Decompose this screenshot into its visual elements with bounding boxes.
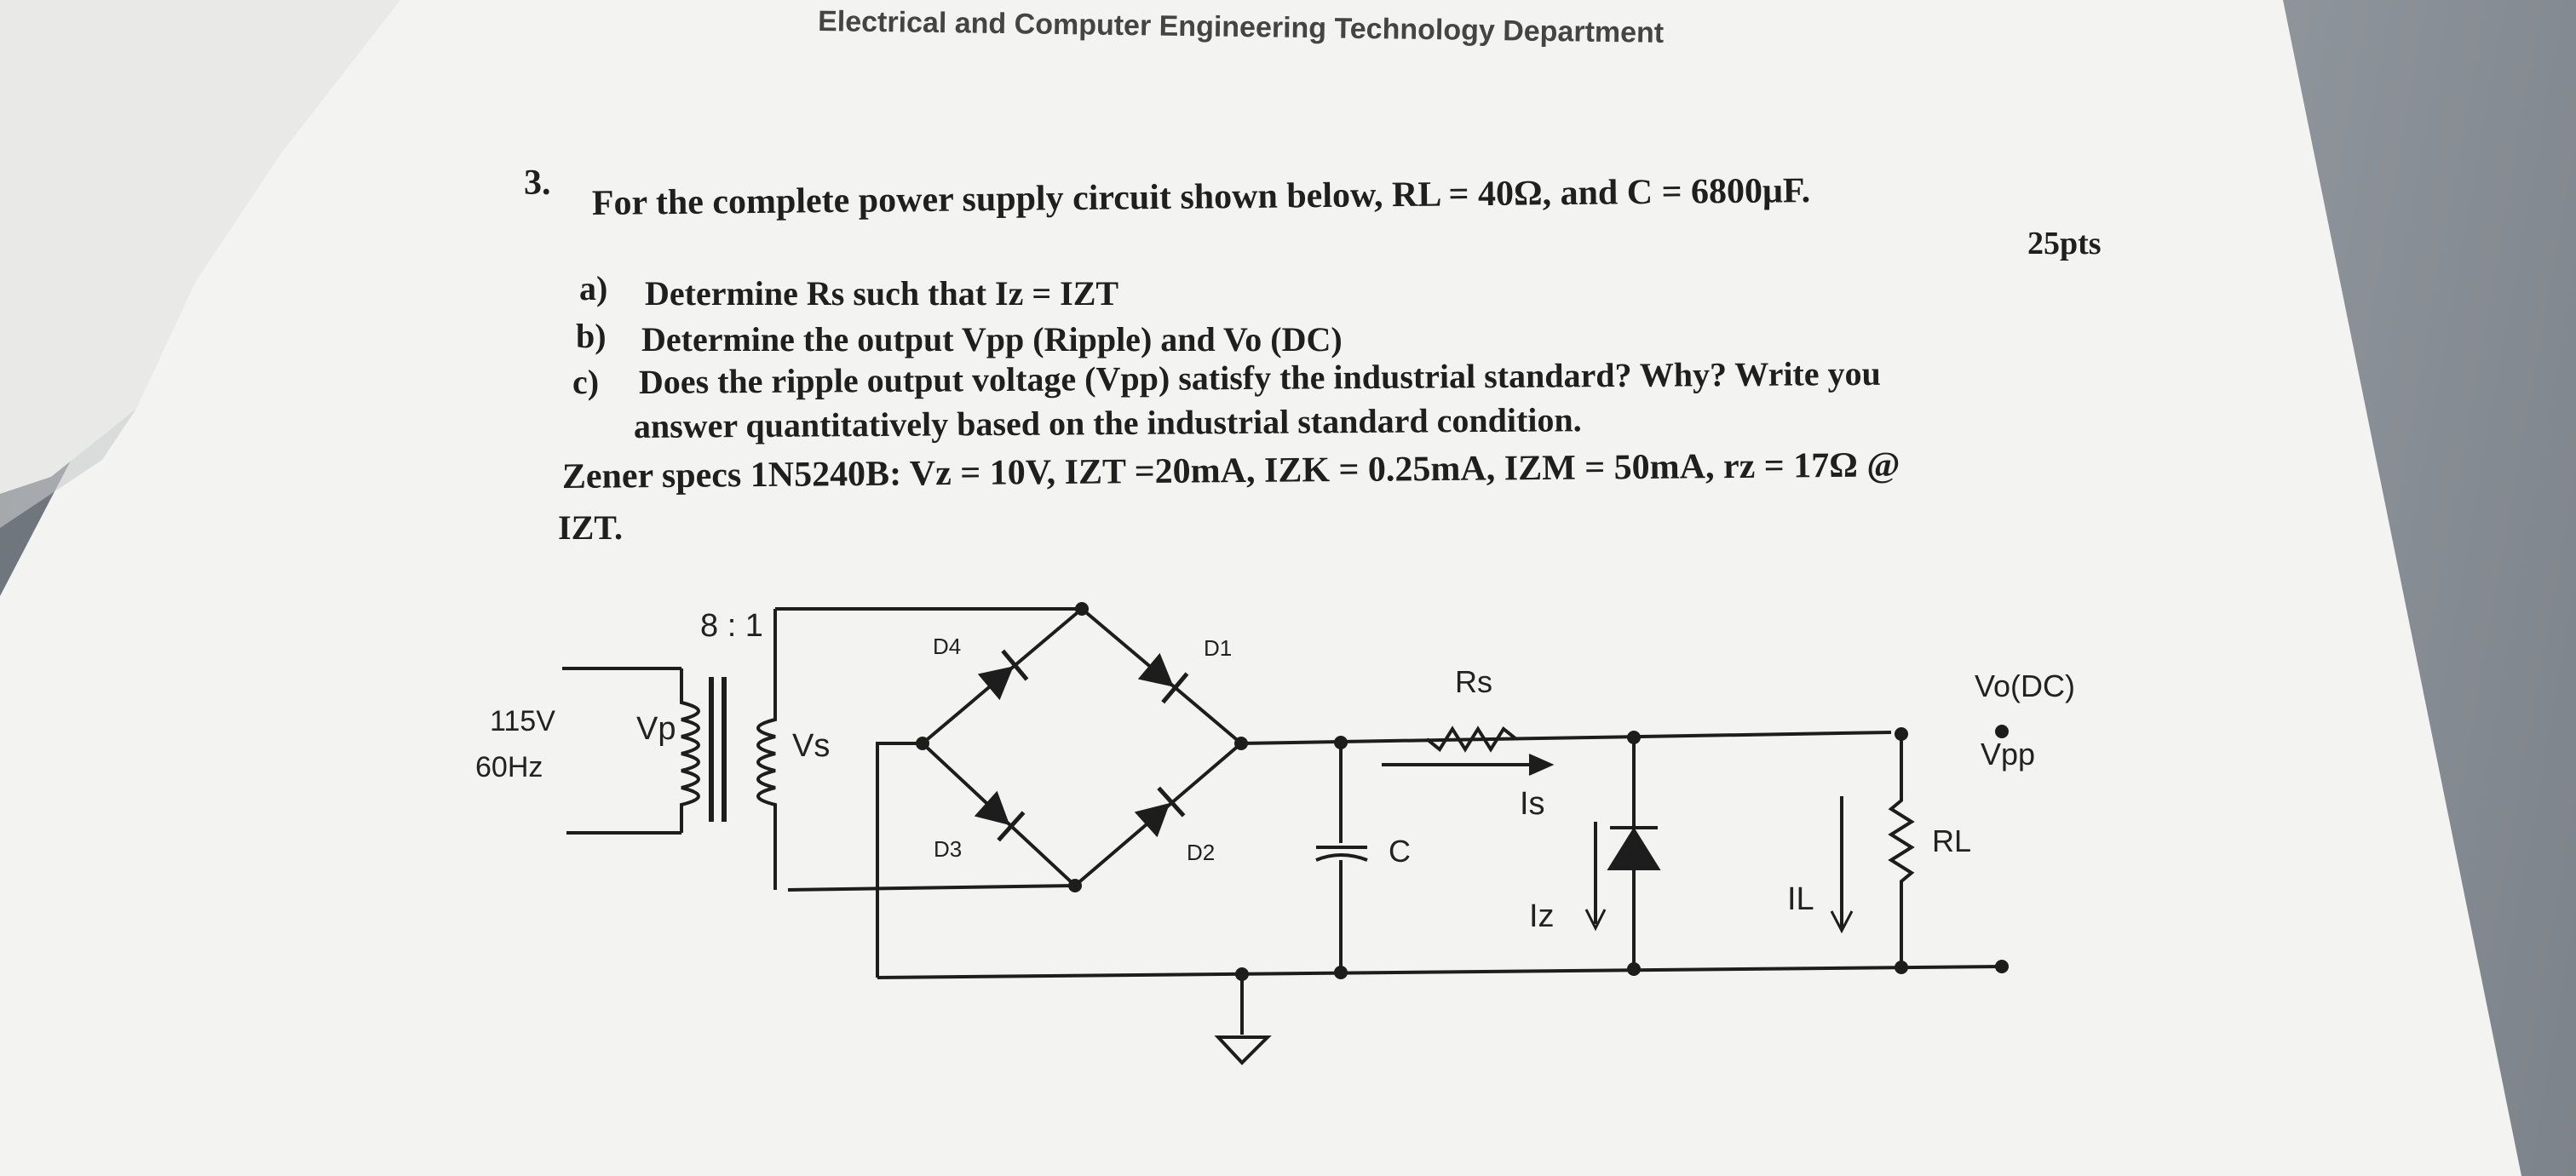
d1-label: D1	[1204, 635, 1232, 661]
circuit-diagram	[562, 606, 2003, 1065]
part-a-text: Determine Rs such that Iz = IZT	[645, 274, 1118, 313]
rl-label: RL	[1932, 823, 1971, 858]
part-b-label: b)	[576, 317, 607, 355]
points-label: 25pts	[2027, 226, 2102, 261]
part-a-label: a)	[579, 269, 607, 307]
d4-label: D4	[933, 634, 961, 659]
vp-label: Vp	[636, 711, 676, 747]
part-c-label: c)	[572, 363, 599, 401]
d3-label: D3	[934, 836, 962, 862]
paper-sheet	[0, 0, 2521, 1176]
is-label: Is	[1520, 786, 1545, 822]
question-number: 3.	[524, 163, 551, 203]
turns-ratio-label: 8 : 1	[700, 608, 763, 644]
d2-label: D2	[1187, 840, 1215, 865]
junction-dots	[916, 602, 2009, 981]
part-b-text: Determine the output Vpp (Ripple) and Vo…	[641, 320, 1343, 359]
part-c-text: Does the ripple output voltage (Vpp) sat…	[639, 354, 1881, 401]
source-voltage-label: 115V	[490, 705, 555, 737]
vpp-label: Vpp	[1981, 737, 2035, 772]
capacitor-label: C	[1389, 834, 1411, 869]
part-c-text-cont: answer quantitatively based on the indus…	[634, 400, 1582, 445]
zener-specs-line2: IZT.	[558, 508, 623, 547]
rs-label: Rs	[1455, 664, 1492, 699]
diode-d4	[977, 649, 1029, 701]
source-frequency-label: 60Hz	[475, 751, 543, 783]
vo-dc-label: Vo(DC)	[1975, 668, 2075, 703]
diode-d3	[974, 790, 1026, 842]
il-label: IL	[1787, 881, 1814, 917]
vs-label: Vs	[792, 728, 830, 764]
iz-label: Iz	[1529, 898, 1555, 934]
curled-page	[0, 0, 400, 494]
diode-d2	[1134, 786, 1186, 838]
diode-d1	[1137, 652, 1189, 704]
